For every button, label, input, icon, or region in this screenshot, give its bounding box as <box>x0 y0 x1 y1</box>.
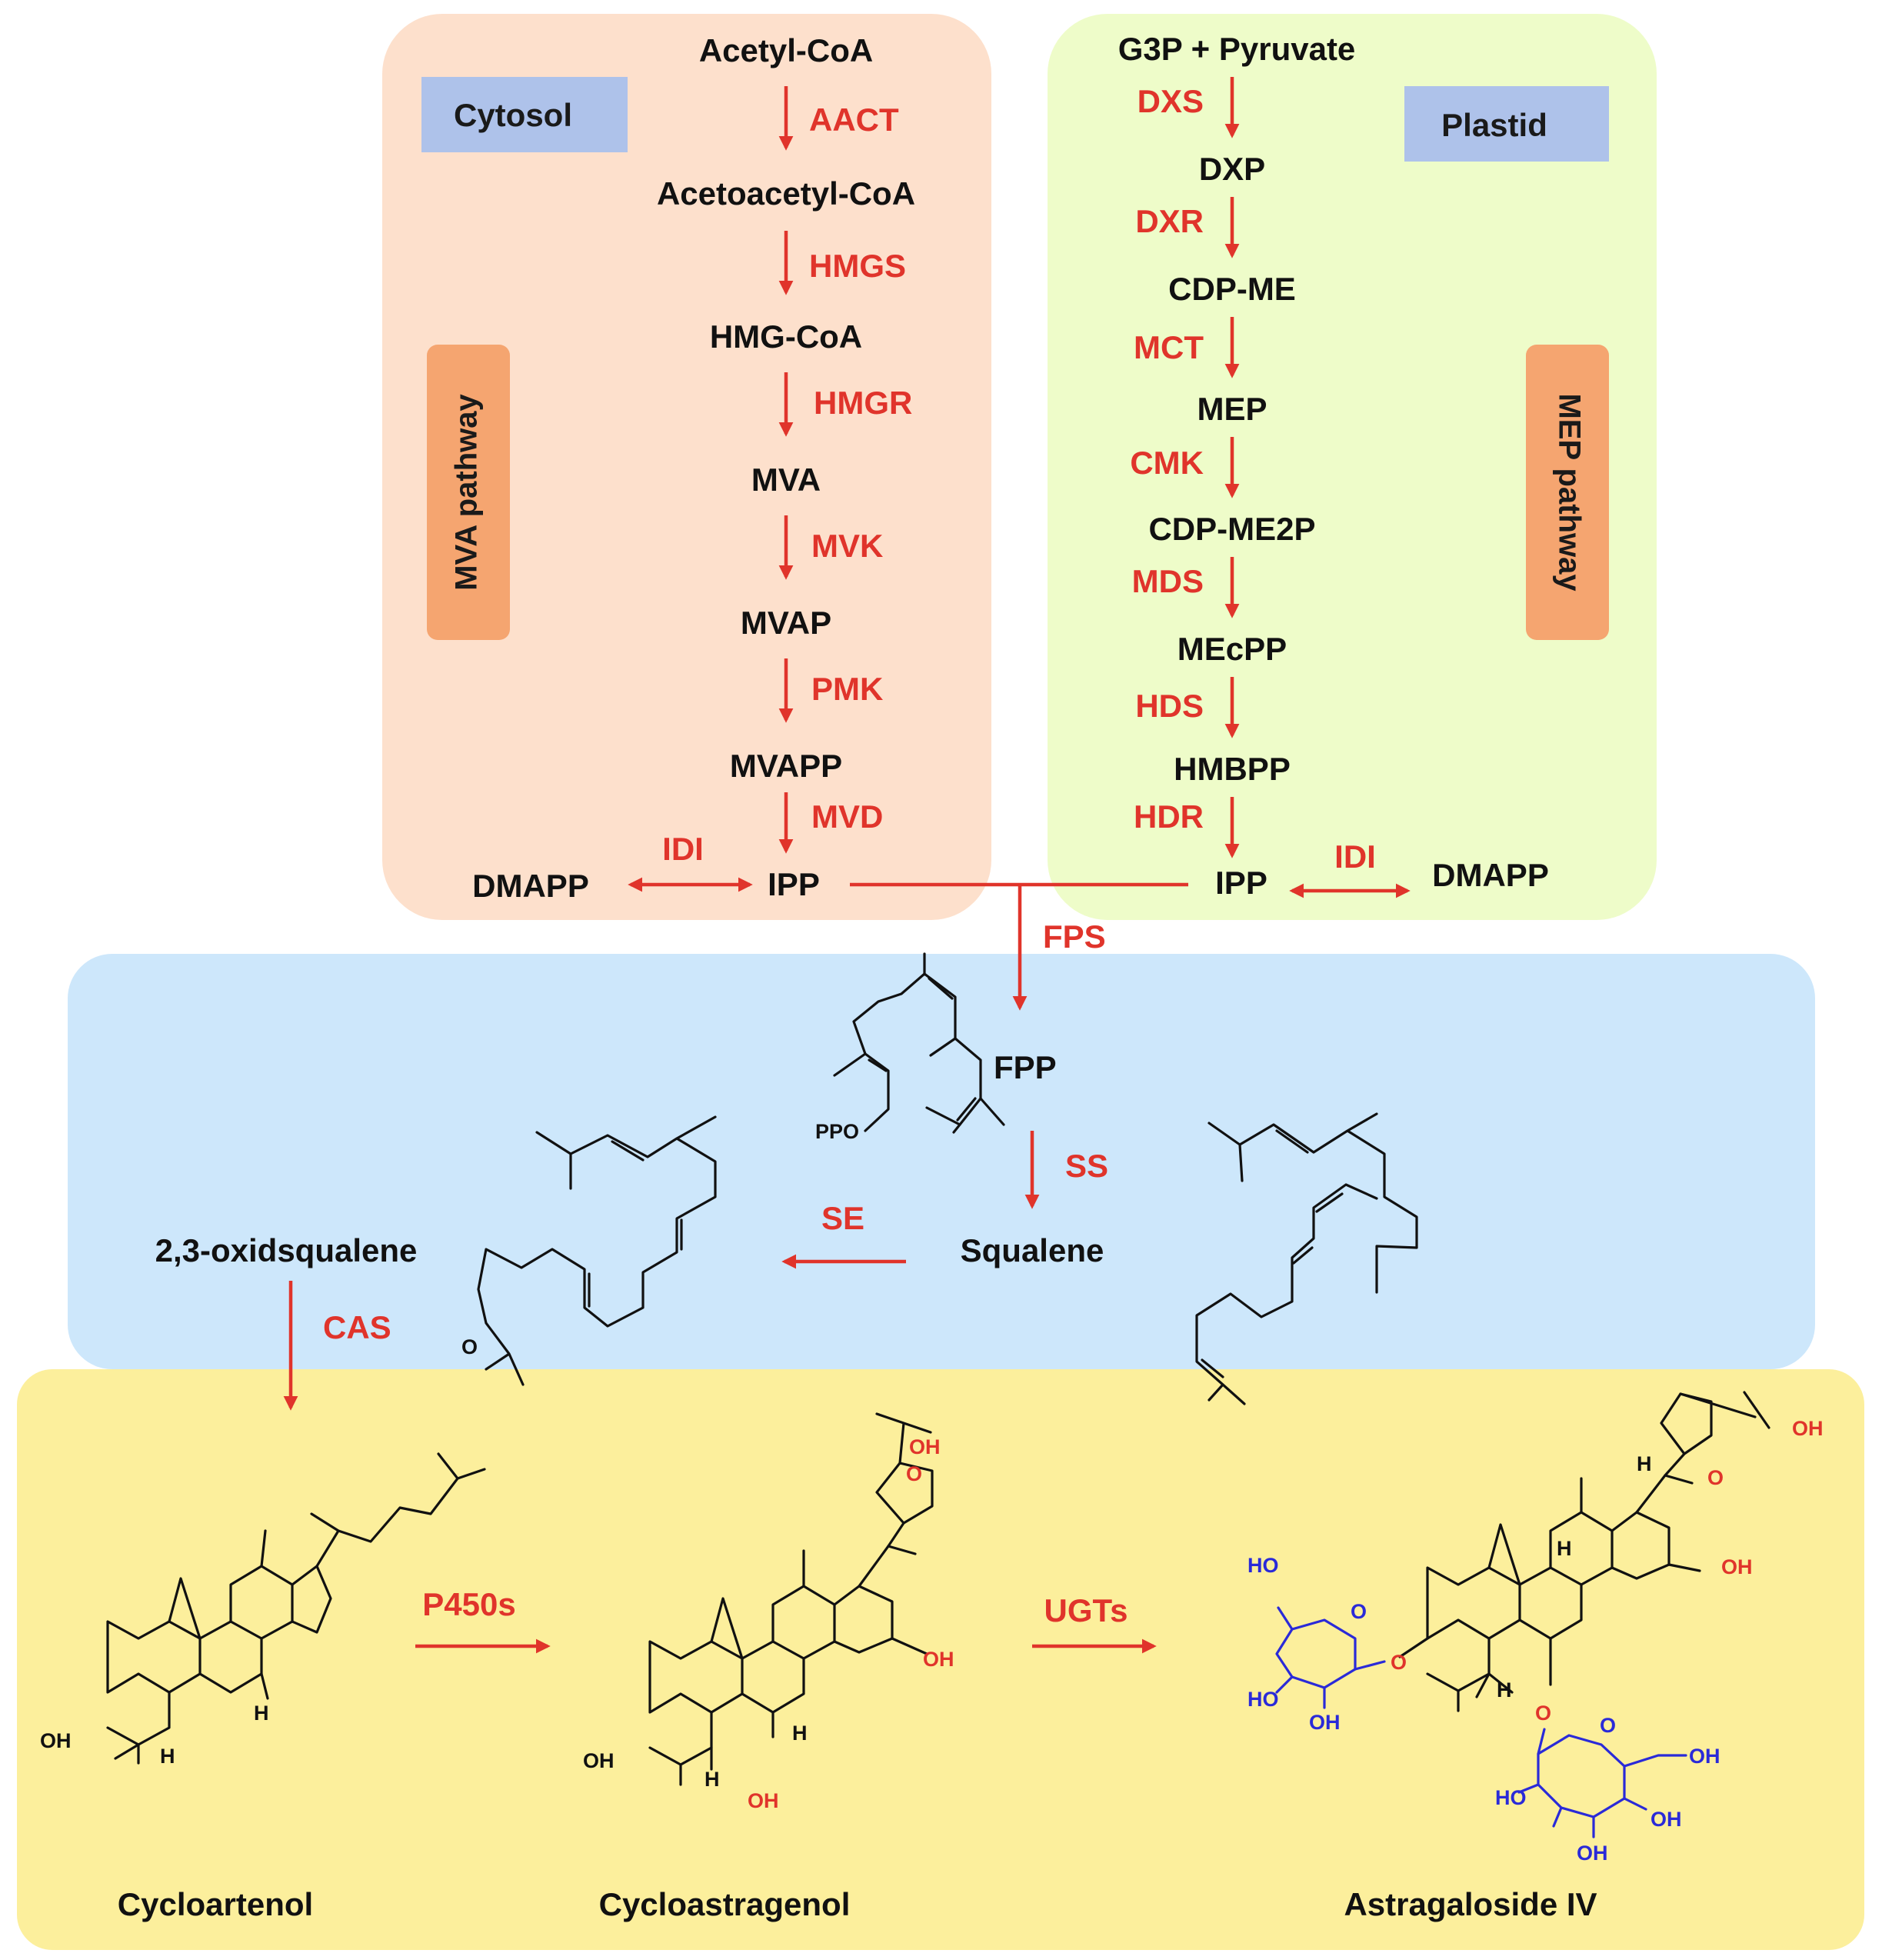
cycloastragenol-structure <box>648 1412 934 1786</box>
enzyme-dxr: DXR <box>1135 203 1204 239</box>
cycloastragenol-oh-right: OH <box>923 1648 954 1671</box>
metabolite-ipp-plastid: IPP <box>1215 865 1267 901</box>
metabolite-mecpp: MEcPP <box>1177 631 1287 667</box>
enzyme-aact: AACT <box>809 102 899 138</box>
fpp-structure: PPO FPP <box>815 952 1057 1143</box>
enzyme-hmgs: HMGS <box>809 248 906 284</box>
enzyme-se: SE <box>821 1200 864 1236</box>
metabolite-cdp-me2p: CDP-ME2P <box>1148 511 1315 547</box>
enzyme-dxs: DXS <box>1138 83 1204 119</box>
oxidosqualene-structure: O <box>461 1115 717 1386</box>
cycloartenol-h1: H <box>160 1745 175 1768</box>
squalene-structure <box>1195 1112 1418 1405</box>
middle-region <box>68 954 1815 1369</box>
plastid-region <box>1048 14 1657 920</box>
metabolite-acetoacetyl-coa: Acetoacetyl-CoA <box>657 175 915 212</box>
enzyme-mds: MDS <box>1132 563 1204 599</box>
metabolite-dxp: DXP <box>1199 151 1265 187</box>
plastid-label: Plastid <box>1441 107 1547 143</box>
enzyme-idi-plastid: IDI <box>1334 838 1376 875</box>
ppo-label: PPO <box>815 1120 859 1143</box>
mva-pathway-label: MVA pathway <box>450 393 484 590</box>
astragaloside-h-mid: H <box>1557 1537 1572 1560</box>
astragaloside-oh-right: OH <box>1721 1555 1753 1578</box>
metabolite-mep: MEP <box>1197 391 1267 427</box>
label-astragaloside-iv: Astragaloside IV <box>1344 1886 1597 1922</box>
sugar2-ho: HO <box>1495 1786 1527 1809</box>
enzyme-ugts: UGTs <box>1044 1592 1128 1628</box>
metabolite-dmapp-plastid: DMAPP <box>1432 857 1549 893</box>
cycloastragenol-h2: H <box>792 1722 808 1745</box>
sugar1-ring-o: O <box>1351 1600 1367 1623</box>
enzyme-mct: MCT <box>1134 329 1204 365</box>
mep-pathway-label: MEP pathway <box>1552 393 1586 592</box>
metabolite-hmbpp: HMBPP <box>1174 751 1291 787</box>
enzyme-mvk: MVK <box>811 528 883 564</box>
sugar2-ring-o: O <box>1600 1714 1616 1737</box>
enzyme-hdr: HDR <box>1134 798 1204 835</box>
metabolite-oxidosqualene: 2,3-oxidsqualene <box>155 1232 418 1268</box>
enzyme-cmk: CMK <box>1130 445 1204 481</box>
sugar1-oh: OH <box>1309 1711 1341 1734</box>
astragaloside-structure <box>1275 1391 1770 1838</box>
sugar1-ho-top: HO <box>1247 1554 1279 1577</box>
cycloartenol-oh: OH <box>40 1729 72 1752</box>
mva-pathway-tag: MVA pathway <box>427 345 510 640</box>
cycloastragenol-oh-left: OH <box>583 1749 615 1772</box>
label-cycloartenol: Cycloartenol <box>118 1886 313 1922</box>
cytosol-label: Cytosol <box>454 97 572 133</box>
metabolite-ipp-cytosol: IPP <box>768 866 820 902</box>
enzyme-mvd: MVD <box>811 798 883 835</box>
enzyme-cas: CAS <box>323 1309 391 1345</box>
cytosol-tag: Cytosol <box>421 77 628 152</box>
astragaloside-ring-o: O <box>1707 1466 1724 1489</box>
cycloastragenol-h1: H <box>705 1768 720 1791</box>
cytosol-region <box>382 14 991 920</box>
metabolite-g3p-pyruvate: G3P + Pyruvate <box>1118 31 1356 67</box>
metabolite-squalene: Squalene <box>961 1232 1104 1268</box>
metabolite-cdp-me: CDP-ME <box>1168 271 1296 307</box>
enzyme-idi-cytosol: IDI <box>662 831 704 867</box>
enzyme-p450s: P450s <box>422 1586 515 1622</box>
metabolite-mva: MVA <box>751 462 821 498</box>
astragaloside-h-top: H <box>1637 1452 1652 1475</box>
metabolite-acetyl-coa: Acetyl-CoA <box>699 32 873 68</box>
sugar2-oh-ch2: OH <box>1689 1745 1720 1768</box>
mep-pathway: G3P + Pyruvate DXP CDP-ME MEP CDP-ME2P M… <box>1118 31 1549 901</box>
label-cycloastragenol: Cycloastragenol <box>599 1886 851 1922</box>
cycloastragenol-ring-o: O <box>906 1462 922 1485</box>
enzyme-hmgr: HMGR <box>814 385 912 421</box>
mep-pathway-tag: MEP pathway <box>1526 345 1609 640</box>
cycloartenol-structure <box>106 1452 486 1765</box>
astragaloside-oh-top: OH <box>1792 1417 1824 1440</box>
metabolite-mvapp: MVAPP <box>730 748 842 784</box>
astragaloside-h-bottom: H <box>1497 1678 1512 1702</box>
metabolite-fpp: FPP <box>994 1049 1057 1085</box>
metabolite-dmapp-cytosol: DMAPP <box>472 868 589 904</box>
metabolite-hmg-coa: HMG-CoA <box>710 318 862 355</box>
enzyme-hds: HDS <box>1135 688 1204 724</box>
plastid-tag: Plastid <box>1404 86 1609 162</box>
astragaloside-o-link1: O <box>1391 1651 1407 1674</box>
sugar1-ho-bottom: HO <box>1247 1688 1279 1711</box>
sugar2-oh-right: OH <box>1650 1808 1682 1831</box>
ipp-merge: FPS <box>850 882 1188 1011</box>
enzyme-pmk: PMK <box>811 671 883 707</box>
bottom-region <box>17 1369 1864 1950</box>
cycloartenol-h2: H <box>254 1702 269 1725</box>
metabolite-mvap: MVAP <box>741 605 831 641</box>
mva-pathway: Acetyl-CoA Acetoacetyl-CoA HMG-CoA MVA M… <box>472 32 915 904</box>
astragaloside-o-link2: O <box>1535 1702 1551 1725</box>
cycloastragenol-oh-top: OH <box>909 1435 941 1458</box>
cycloastragenol-oh-bottom: OH <box>748 1789 779 1812</box>
epoxide-o-label: O <box>461 1335 478 1358</box>
enzyme-ss: SS <box>1065 1148 1108 1184</box>
sugar2-oh-bottom: OH <box>1577 1842 1608 1865</box>
enzyme-fps: FPS <box>1043 918 1106 955</box>
